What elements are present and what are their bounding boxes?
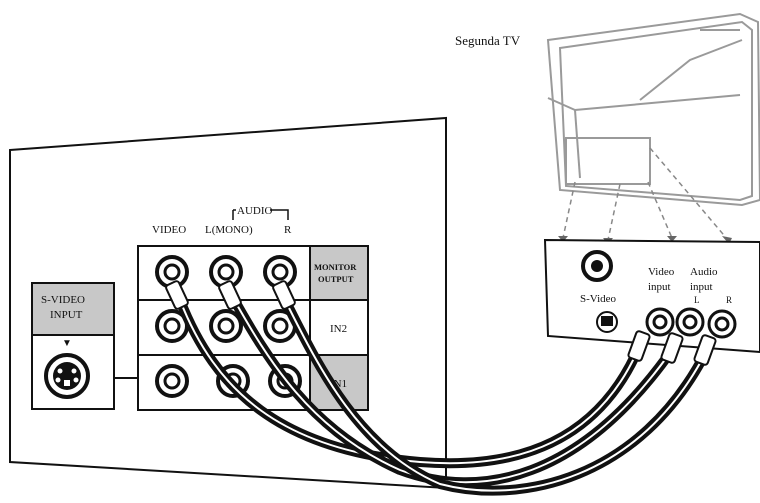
pointer-lines: [562, 147, 729, 241]
monitor-audio-left-jack-icon: [209, 255, 243, 289]
row-label-monitor: MONITOR: [314, 262, 357, 272]
arrowhead: [667, 236, 677, 242]
video-input-label: Video: [648, 266, 675, 278]
second-tv: [546, 12, 760, 207]
audio-left-jack-icon: [675, 307, 705, 337]
svideo-input-box: [31, 282, 138, 410]
in2-audio-left-jack-icon: [209, 309, 243, 343]
second-tv-label: Segunda TV: [455, 33, 521, 48]
audio-left-label: L: [694, 295, 700, 305]
video-input-label-2: input: [648, 281, 671, 293]
left-mono-column-label: L(MONO): [205, 224, 253, 236]
right-column-label: R: [284, 224, 292, 236]
rca-plugs: [165, 280, 717, 366]
audio-input-label-2: input: [690, 281, 713, 293]
down-arrow-icon: ▼: [62, 338, 72, 349]
row-label-in2: IN2: [330, 323, 347, 335]
video-input-jack-icon: [645, 307, 675, 337]
audio-bracket: [232, 209, 289, 220]
audio-right-label: R: [726, 295, 732, 305]
second-tv-panel: S-Video Video input Audio input L R: [543, 238, 760, 354]
monitor-audio-right-jack-icon: [263, 255, 297, 289]
audio-input-label: Audio: [690, 266, 718, 278]
row-label-output: OUTPUT: [318, 274, 354, 284]
audio-right-jack-icon: [707, 309, 737, 339]
svideo-input-label-2: INPUT: [50, 309, 83, 321]
video-column-label: VIDEO: [152, 224, 186, 236]
in1-video-jack-icon: [155, 364, 189, 398]
svideo-label: S-Video: [580, 293, 617, 305]
svideo-input-jack-icon: [44, 353, 90, 399]
svideo-input-label: S-VIDEO: [41, 294, 85, 306]
av-cables: [175, 291, 711, 496]
audio-header-label: AUDIO: [237, 205, 272, 217]
arrowhead: [558, 236, 568, 242]
